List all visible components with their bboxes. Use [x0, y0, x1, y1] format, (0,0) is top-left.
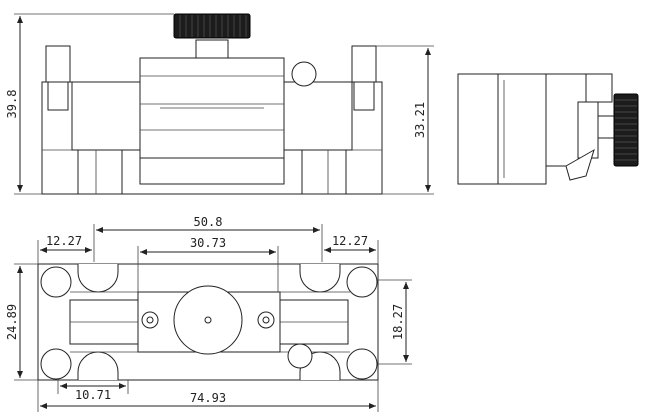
knurled-knob-icon [173, 13, 251, 39]
front-left-post [45, 45, 71, 83]
dim-label-74-93: 74.93 [190, 391, 226, 405]
dim-top-bottom-total: 74.93 [37, 380, 379, 412]
front-left-post-lower [47, 81, 69, 111]
dim-top-left-offset: 12.27 [37, 234, 92, 264]
dim-top-bottom-small: 10.71 [57, 380, 129, 402]
top-thumb-screw [287, 343, 313, 369]
top-post-bottom-right [346, 348, 378, 380]
front-right-post-lower [353, 81, 375, 111]
dim-top-width-center: 30.73 [137, 236, 279, 292]
dim-top-width-span: 50.8 [93, 215, 323, 262]
front-view [41, 13, 383, 195]
front-thumb-screw [291, 61, 317, 87]
dim-label-18-27: 18.27 [391, 304, 405, 340]
dim-top-height-inner: 18.27 [378, 279, 412, 365]
side-post-top [585, 73, 613, 103]
dim-front-height-total: 39.8 [5, 13, 174, 195]
dim-label-30-73: 30.73 [190, 236, 226, 250]
dim-label-12-27-left: 12.27 [46, 234, 82, 248]
front-right-block [283, 81, 353, 151]
side-view [457, 73, 639, 185]
front-right-foot [301, 149, 347, 195]
front-knob-stem [195, 39, 229, 59]
dim-label-10-71: 10.71 [75, 388, 111, 402]
dim-front-height-body: 33.21 [376, 45, 434, 195]
dim-label-12-27-right: 12.27 [332, 234, 368, 248]
front-center-bottom [139, 157, 285, 185]
front-right-post [351, 45, 377, 83]
side-body [497, 73, 547, 185]
dim-top-height-total: 24.89 [5, 263, 38, 381]
top-post-bottom-left [40, 348, 72, 380]
top-post-top-right [346, 266, 378, 298]
dim-label-50-8: 50.8 [194, 215, 223, 229]
dim-label-39-8: 39.8 [5, 90, 19, 119]
dim-label-24-89: 24.89 [5, 304, 19, 340]
side-rear-plate [457, 73, 499, 185]
front-left-block [71, 81, 141, 151]
dim-label-33-21: 33.21 [413, 102, 427, 138]
side-clamp-jaw [577, 101, 599, 159]
top-post-top-left [40, 266, 72, 298]
top-view [37, 263, 379, 381]
side-knob-stem [597, 115, 615, 139]
side-jaw-tip [565, 148, 595, 181]
dim-top-right-offset: 12.27 [324, 234, 379, 264]
front-left-foot [77, 149, 123, 195]
